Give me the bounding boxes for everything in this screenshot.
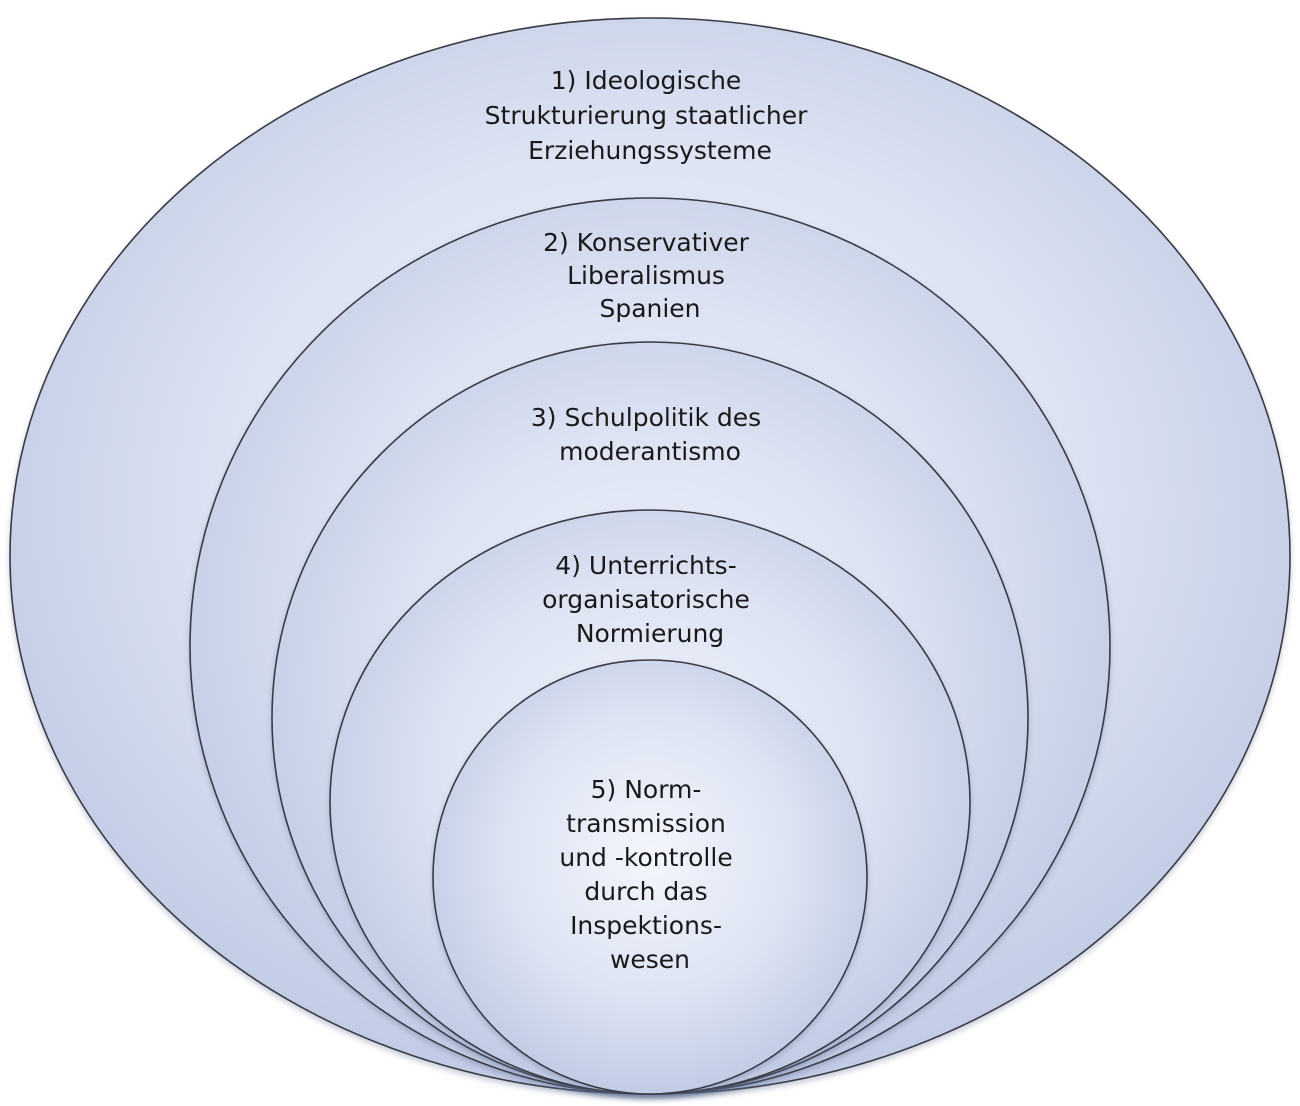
ring-5-line-5: Inspektions- [570, 911, 722, 940]
ring-1-label: 1) Ideologische Strukturierung staatlich… [485, 66, 816, 165]
ring-4-label: 4) Unterrichts- organisatorische Normier… [542, 551, 758, 648]
ring-2-line-3: Spanien [599, 294, 700, 323]
ring-3-line-2: moderantismo [559, 437, 741, 466]
ring-4-line-2: organisatorische [542, 585, 750, 614]
ring-5-line-2: transmission [566, 809, 726, 838]
ring-5: 5) Norm- transmission und -kontrolle dur… [432, 659, 868, 1095]
ring-1-line-3: Erziehungssysteme [528, 136, 772, 165]
ring-5-line-3: und -kontrolle [559, 843, 732, 872]
ring-1-line-1: 1) Ideologische [551, 66, 742, 95]
ring-2-line-1: 2) Konservativer [543, 228, 750, 257]
ring-2-label: 2) Konservativer Liberalismus Spanien [543, 228, 757, 323]
ring-3-line-1: 3) Schulpolitik des [531, 403, 761, 432]
ring-3-label: 3) Schulpolitik des moderantismo [531, 403, 769, 466]
ring-5-line-4: durch das [584, 877, 707, 906]
ring-4-line-1: 4) Unterrichts- [555, 551, 736, 580]
ring-4-line-3: Normierung [576, 619, 724, 648]
ring-5-line-6: wesen [610, 945, 690, 974]
ring-5-line-1: 5) Norm- [591, 775, 702, 804]
ring-5-shape [432, 659, 868, 1095]
ring-2-line-2: Liberalismus [567, 261, 725, 290]
ring-1-line-2: Strukturierung staatlicher [485, 101, 808, 130]
ring-5-label: 5) Norm- transmission und -kontrolle dur… [559, 775, 740, 974]
